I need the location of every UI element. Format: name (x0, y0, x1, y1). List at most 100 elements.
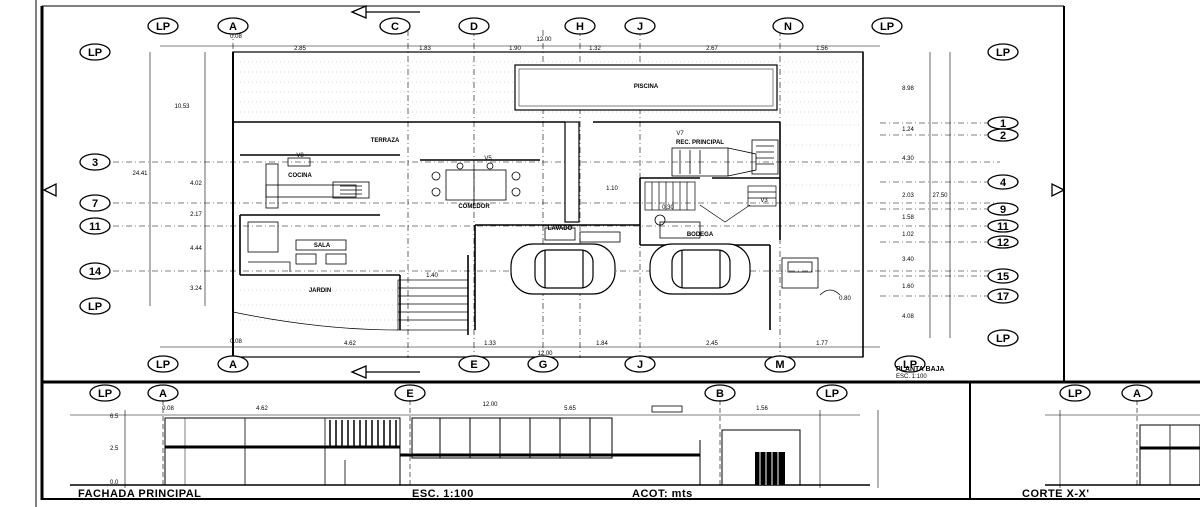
svg-text:E: E (406, 388, 413, 400)
pool: PISCINA (514, 64, 778, 111)
garage-car-2 (649, 243, 751, 295)
dim-left-2: 4.02 (190, 181, 202, 187)
level-tag-3: 1.40 (426, 273, 438, 279)
dim-top-7: 1.56 (816, 46, 828, 52)
svg-text:B: B (716, 388, 724, 400)
grid-bubble-bottom-m: M (764, 355, 796, 373)
room-label-terrace: TERRAZA (371, 138, 400, 144)
window-tag-v3: V3 (760, 198, 768, 204)
facade-bubble-e: E (394, 384, 426, 402)
dim-right-4: 27.50 (932, 193, 948, 199)
facade-dim-1: 4.62 (256, 406, 268, 412)
svg-text:12: 12 (997, 237, 1009, 249)
dim-top-3: 1.83 (419, 46, 431, 52)
facade-levels: 6.5 2.5 0.0 (110, 414, 119, 486)
room-label-laundry: LAVADO (548, 226, 573, 232)
svg-text:J: J (637, 21, 643, 33)
section-grid-bubbles: LP A (1059, 384, 1153, 402)
grid-bubble-bottom-j: J (624, 355, 656, 373)
grid-bubble-right-1: 1 (987, 116, 1019, 130)
dim-left-1: 24.41 (132, 171, 148, 177)
kitchen-furniture (265, 157, 370, 209)
facade-level-2: 0.0 (110, 480, 119, 486)
grid-bubble-bottom-g: G (527, 355, 559, 373)
section-drawing (1045, 400, 1200, 488)
facade-dim-4: 1.56 (756, 406, 768, 412)
svg-text:N: N (784, 21, 792, 33)
room-label-dining: COMEDOR (458, 204, 490, 210)
grid-bubble-right-12: 12 (987, 235, 1019, 249)
dim-bottom-3: 12.00 (537, 351, 553, 357)
facade-drawing (70, 400, 879, 488)
dim-right-3: 2.03 (902, 193, 914, 199)
svg-text:LP: LP (880, 21, 894, 33)
dim-right-0: 8.98 (902, 86, 914, 92)
svg-text:3: 3 (92, 157, 98, 169)
svg-text:15: 15 (997, 271, 1009, 283)
svg-text:C: C (391, 21, 399, 33)
grid-bubble-left-7: 7 (79, 194, 111, 212)
svg-text:D: D (470, 21, 478, 33)
svg-text:H: H (576, 21, 584, 33)
svg-text:A: A (229, 21, 237, 33)
grid-bubbles-top: LP A C D H J N LP (147, 17, 903, 35)
dim-right-5: 1.58 (902, 215, 914, 221)
dims-right: 8.98 1.24 4.30 2.03 27.50 1.58 1.02 3.40… (902, 86, 948, 320)
dimension-lines (149, 45, 951, 348)
facade-level-1: 2.5 (110, 446, 119, 452)
sheet-frame (35, 0, 1200, 507)
window-tag-v5: V5 (484, 156, 492, 162)
facade-grid-bubbles: LP A E B LP (89, 384, 848, 402)
grid-bubble-top-lp-left: LP (147, 17, 179, 35)
service-room (781, 257, 841, 296)
svg-text:7: 7 (92, 198, 98, 210)
plan-caption: PLANTA BAJA ESC. 1:100 (896, 366, 945, 380)
window-tag-v7: V7 (676, 131, 684, 137)
interior-walls (233, 121, 781, 335)
laundry-storage-fixtures (544, 214, 701, 243)
svg-text:A: A (229, 359, 237, 371)
svg-text:A: A (159, 388, 167, 400)
svg-text:14: 14 (89, 266, 102, 278)
grid-bubble-right-2: 2 (987, 128, 1019, 142)
svg-text:G: G (539, 359, 548, 371)
grid-bubble-right-11: 11 (987, 219, 1019, 233)
svg-text:E: E (470, 359, 477, 371)
svg-text:4: 4 (1000, 177, 1007, 189)
grid-bubbles-right: LP 1 2 4 9 11 12 15 17 LP (987, 43, 1019, 347)
facade-bubble-b: B (704, 384, 736, 402)
stairs (644, 181, 777, 223)
dim-left-0: 10.53 (174, 104, 190, 110)
svg-text:LP: LP (98, 388, 112, 400)
level-tag-2: 0.30 (662, 205, 674, 211)
svg-text:11: 11 (997, 221, 1009, 233)
dim-bottom-4: 1.84 (596, 341, 608, 347)
room-label-pool: PISCINA (634, 84, 659, 90)
plan-caption-title: PLANTA BAJA (896, 366, 945, 373)
svg-text:11: 11 (89, 221, 101, 233)
grid-bubble-right-lp-top: LP (987, 43, 1019, 61)
room-label-kitchen: COCINA (288, 173, 312, 179)
grid-bubble-top-lp-right: LP (871, 17, 903, 35)
facade-titles: FACHADA PRINCIPAL ESC. 1:100 ACOT: mts (78, 488, 692, 500)
grid-bubble-left-lp-top: LP (79, 43, 111, 61)
facade-bubble-lp-right: LP (816, 384, 848, 402)
room-label-storage: BODEGA (687, 232, 714, 238)
facade-bubble-lp-left: LP (89, 384, 121, 402)
dim-bottom-5: 2.45 (706, 341, 718, 347)
dim-right-8: 1.60 (902, 284, 914, 290)
grid-bubble-right-lp-bottom: LP (987, 329, 1019, 347)
facade-scale: ESC. 1:100 (412, 488, 474, 500)
grid-bubble-bottom-lp-right: LP (894, 355, 926, 373)
grid-bubbles-bottom: LP A E G J M LP (147, 355, 926, 373)
dim-right-7: 3.40 (902, 257, 914, 263)
section-arrow-bottom (350, 365, 420, 379)
grid-bubble-left-lp-bottom: LP (79, 297, 111, 315)
grid-bubble-top-n: N (772, 17, 804, 35)
facade-dim-3: 5.65 (564, 406, 576, 412)
svg-text:LP: LP (1068, 388, 1082, 400)
grid-bubble-bottom-e: E (458, 355, 490, 373)
dim-top-1: 12.00 (536, 37, 552, 43)
dims-left: 10.53 24.41 4.02 2.17 4.44 3.24 (132, 104, 202, 292)
entrance-steps (232, 279, 469, 331)
